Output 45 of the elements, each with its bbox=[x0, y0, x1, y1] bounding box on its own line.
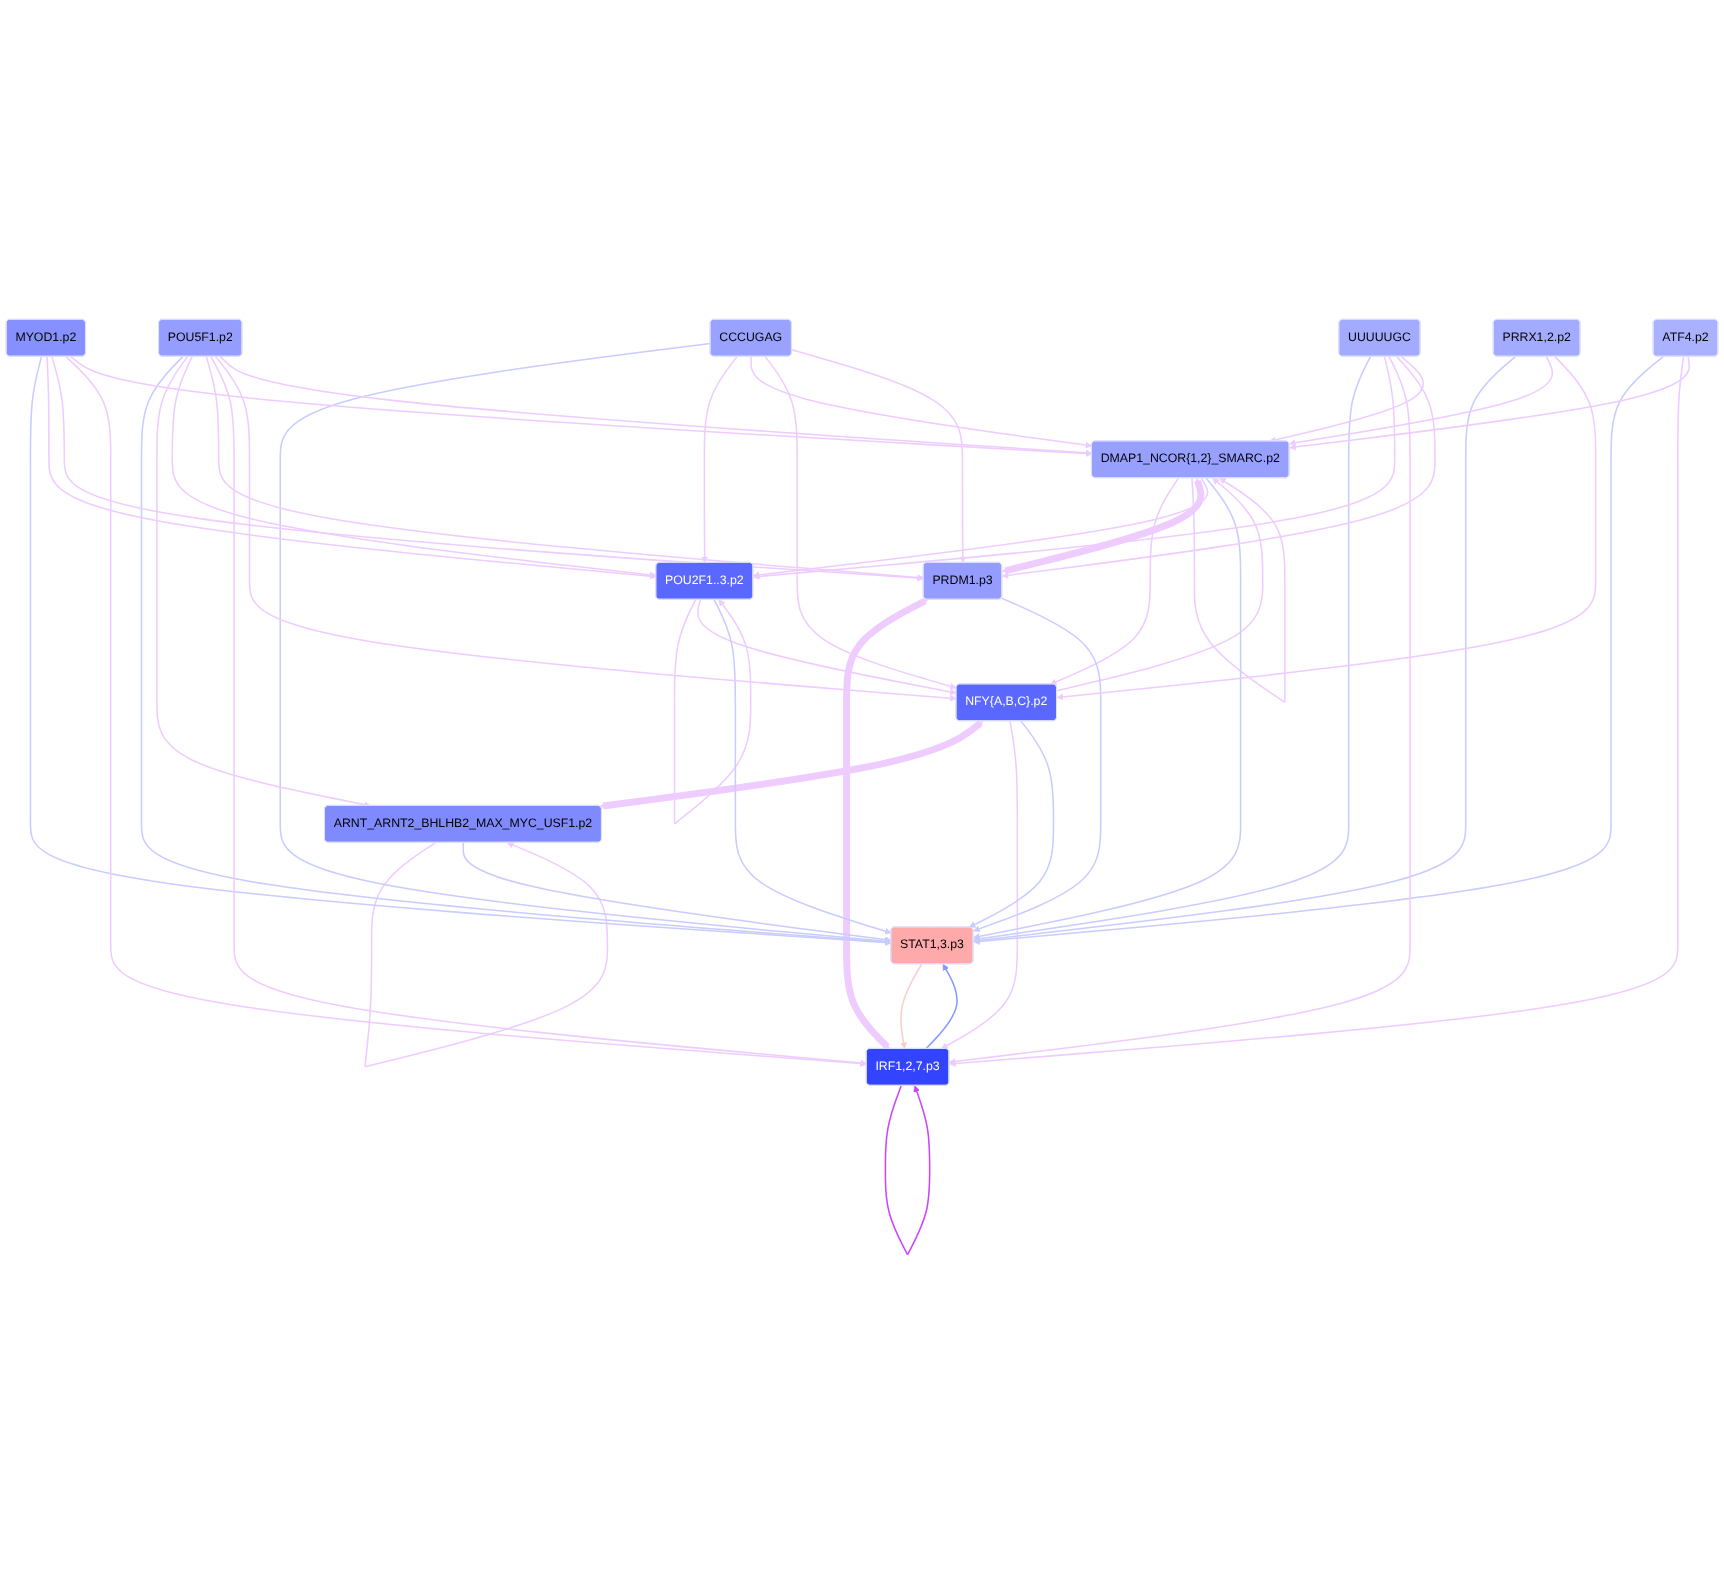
arrow bbox=[156, 355, 371, 808]
arrow bbox=[750, 355, 1093, 449]
arrow bbox=[1050, 477, 1180, 685]
arrow bbox=[1289, 355, 1690, 451]
arrow bbox=[219, 355, 1093, 457]
arrow bbox=[46, 355, 657, 580]
arrow bbox=[884, 1084, 931, 1256]
arrow bbox=[949, 355, 1411, 1065]
arrow bbox=[214, 355, 957, 702]
arrow bbox=[900, 963, 923, 1050]
arrow bbox=[1269, 355, 1424, 444]
arrow bbox=[713, 598, 892, 935]
arrow bbox=[51, 355, 924, 582]
arrow bbox=[753, 477, 1209, 579]
arrow bbox=[973, 355, 1372, 943]
arrow bbox=[1056, 477, 1264, 692]
arrow bbox=[764, 355, 957, 690]
arrow bbox=[364, 841, 609, 1068]
arrow bbox=[1056, 355, 1597, 701]
arrow bbox=[1001, 355, 1436, 579]
arrow bbox=[1288, 355, 1554, 447]
arrow bbox=[925, 963, 958, 1050]
arrow bbox=[696, 598, 957, 696]
arrow bbox=[791, 349, 967, 564]
arrow bbox=[949, 355, 1685, 1067]
arrow bbox=[941, 720, 1019, 1050]
arrow bbox=[65, 355, 867, 1067]
arrow bbox=[973, 355, 1664, 945]
arrow bbox=[973, 477, 1242, 940]
arrow bbox=[973, 355, 1517, 944]
arrow bbox=[973, 597, 1102, 932]
arrow bbox=[279, 342, 892, 945]
arrow bbox=[1001, 478, 1205, 575]
arrow bbox=[210, 355, 867, 1067]
arrow bbox=[69, 355, 1093, 458]
arrow bbox=[205, 355, 924, 581]
arrow bbox=[753, 355, 1396, 580]
arrow bbox=[701, 355, 738, 564]
arrow bbox=[968, 720, 1055, 928]
arrow bbox=[171, 355, 657, 579]
arrow bbox=[843, 597, 928, 1050]
arrow bbox=[599, 720, 984, 810]
arrow bbox=[673, 598, 752, 825]
arrow bbox=[462, 841, 892, 943]
arrow bbox=[1191, 477, 1286, 704]
